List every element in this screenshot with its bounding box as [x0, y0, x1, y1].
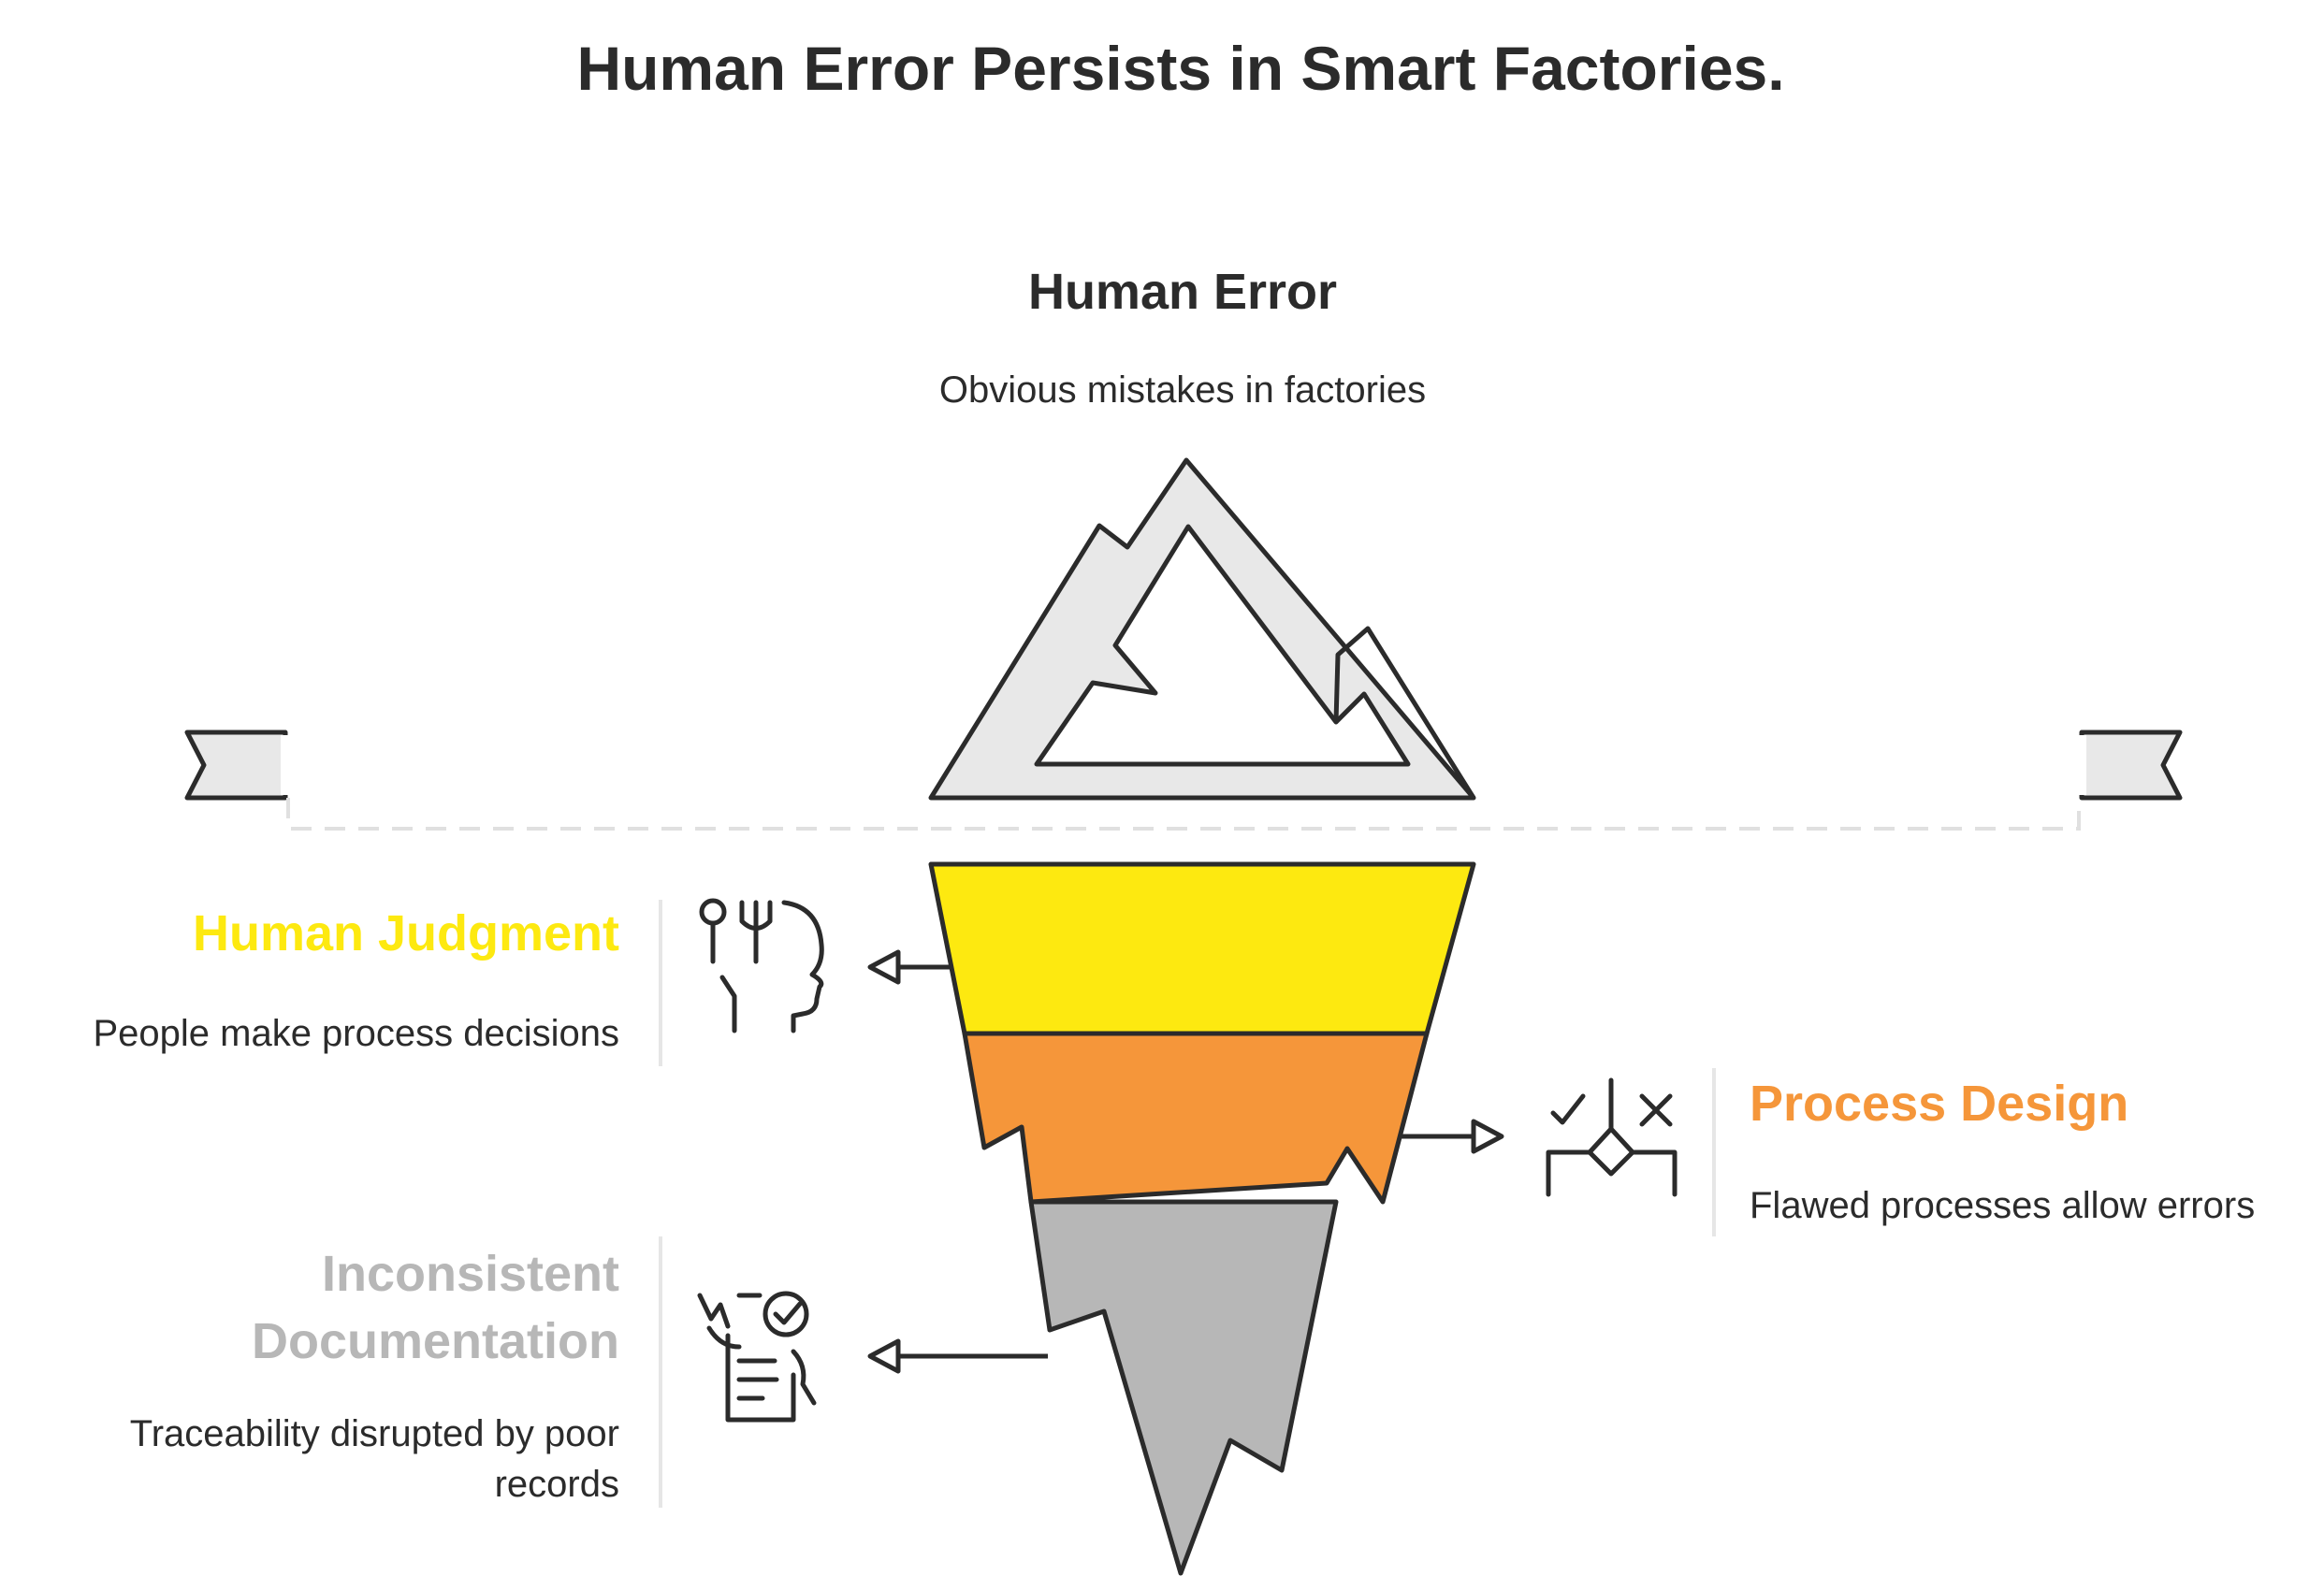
- documentation-description-line2: records: [495, 1464, 619, 1505]
- head-choices-icon: [699, 898, 824, 1034]
- page-title: Human Error Persists in Smart Factories.: [576, 34, 1784, 103]
- document-checklist-icon: [697, 1291, 817, 1423]
- layer-human-judgment: [928, 861, 1476, 1036]
- iceberg-ridge: [1333, 626, 1476, 800]
- water-line: [286, 798, 2081, 831]
- arrow-head-human-judgment: [867, 949, 901, 985]
- arrow-head-process-design: [1471, 1119, 1504, 1154]
- right-ribbon-gap: [2079, 735, 2086, 795]
- top-heading: Human Error: [1028, 264, 1337, 320]
- human-judgment-label: Human Judgment: [193, 905, 619, 961]
- connectors: [867, 949, 1504, 1374]
- documentation-block: Inconsistent Documentation Traceability …: [130, 1236, 817, 1508]
- waterline: [184, 730, 2183, 831]
- documentation-description-line1: Traceability disrupted by poor: [130, 1413, 619, 1454]
- process-decision-icon: [1546, 1077, 1678, 1197]
- iceberg-inner: [1034, 524, 1411, 767]
- human-judgment-description: People make process decisions: [93, 1013, 619, 1054]
- human-judgment-block: Human Judgment People make process decis…: [93, 898, 824, 1066]
- layer-inconsistent-documentation: [1028, 1199, 1339, 1576]
- right-ribbon: [2079, 730, 2183, 801]
- arrow-head-documentation: [867, 1338, 901, 1374]
- process-design-block: Process Design Flawed processes allow er…: [1546, 1068, 2255, 1236]
- top-description: Obvious mistakes in factories: [939, 369, 1426, 411]
- iceberg-underwater: [928, 861, 1476, 1576]
- documentation-label-line1: Inconsistent: [322, 1246, 619, 1302]
- left-ribbon-gap: [281, 735, 288, 795]
- left-ribbon: [184, 730, 288, 801]
- layer-process-design: [962, 1031, 1430, 1205]
- process-design-description: Flawed processes allow errors: [1750, 1185, 2255, 1226]
- iceberg-tip: [928, 457, 1476, 801]
- process-design-label: Process Design: [1750, 1076, 2128, 1132]
- documentation-label-line2: Documentation: [252, 1313, 619, 1369]
